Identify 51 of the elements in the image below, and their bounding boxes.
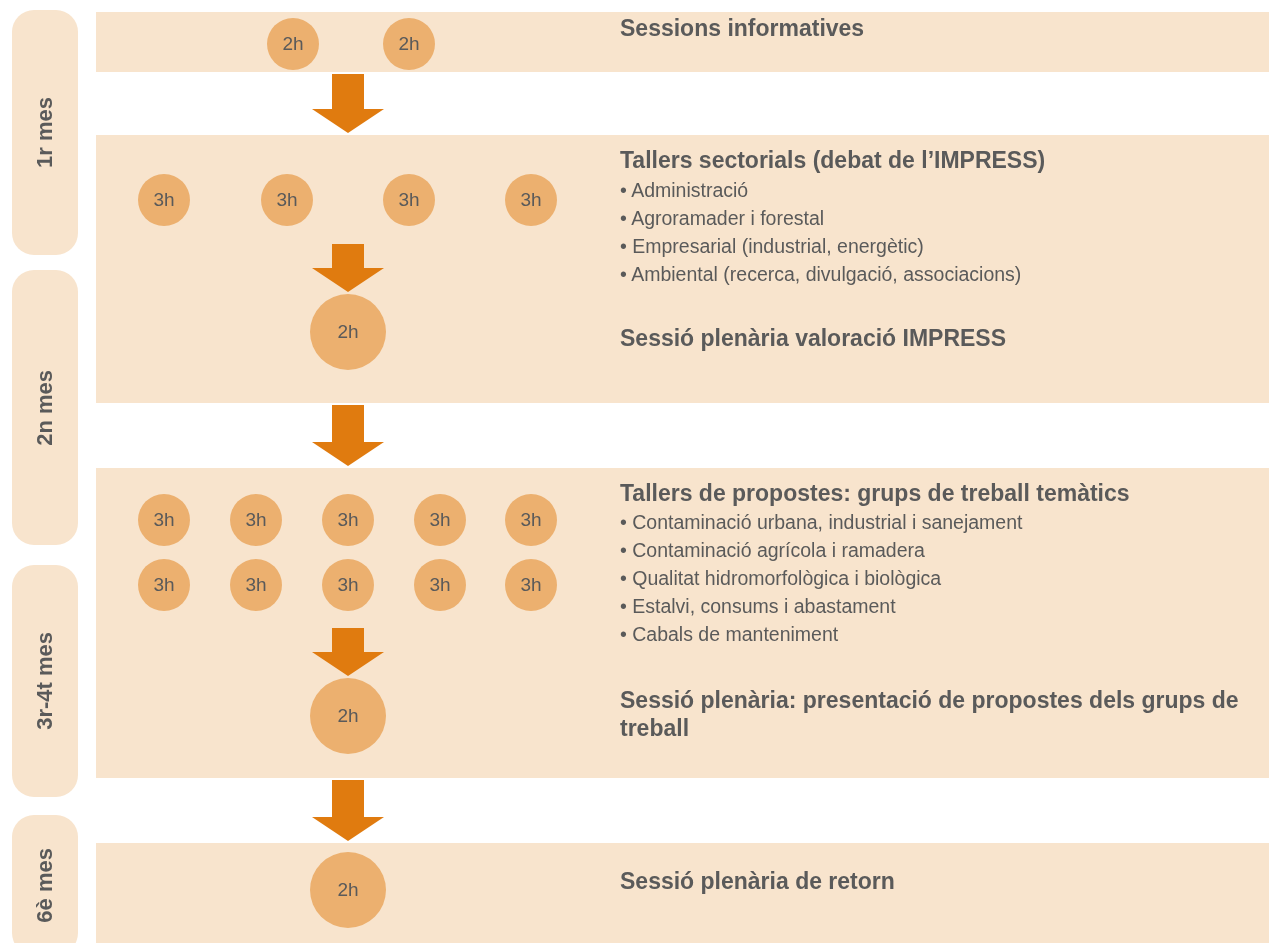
bullet-item: • Administració: [620, 178, 750, 203]
duration-circle: 3h: [414, 494, 466, 546]
flow-arrow: [312, 405, 384, 466]
month-band: [12, 10, 78, 255]
duration-circle: 2h: [267, 18, 319, 70]
phase-band: [96, 135, 1269, 403]
bullet-item: • Qualitat hidromorfològica i biològica: [620, 566, 943, 591]
duration-circle: 3h: [505, 559, 557, 611]
duration-circle: 3h: [138, 174, 190, 226]
month-band: [12, 815, 78, 943]
bullet-item: • Agroramader i forestal: [620, 206, 826, 231]
phase-band: [96, 843, 1269, 943]
phase-band: [96, 12, 1269, 72]
bullet-item: • Cabals de manteniment: [620, 622, 840, 647]
duration-circle: 2h: [310, 294, 386, 370]
flow-arrow: [312, 244, 384, 292]
duration-circle: 3h: [230, 559, 282, 611]
month-band: [12, 565, 78, 797]
duration-circle: 3h: [322, 494, 374, 546]
bullet-item: • Contaminació agrícola i ramadera: [620, 538, 926, 563]
month-label: 3r-4t mes: [32, 632, 58, 730]
duration-circle: 3h: [138, 494, 190, 546]
duration-circle: 3h: [138, 559, 190, 611]
flow-arrow: [312, 780, 384, 841]
phase-title: Tallers de propostes: grups de treball temàtics: [620, 479, 1131, 507]
month-label: 1r mes: [32, 97, 58, 168]
bullet-item: • Estalvi, consums i abastament: [620, 594, 897, 619]
bullet-item: • Contaminació urbana, industrial i sanejament: [620, 510, 1024, 535]
phase-title: Sessió plenària valoració IMPRESS: [620, 324, 1008, 352]
duration-circle: 3h: [505, 494, 557, 546]
duration-circle: 3h: [383, 174, 435, 226]
duration-circle: 2h: [310, 852, 386, 928]
duration-circle: 3h: [505, 174, 557, 226]
duration-circle: 3h: [322, 559, 374, 611]
month-band: [12, 270, 78, 545]
phase-title: Sessió plenària: presentació de propostes dels grups de treball: [620, 686, 1240, 742]
phase-title: Tallers sectorials (debat de l’IMPRESS): [620, 146, 1047, 174]
flow-arrow: [312, 74, 384, 133]
duration-circle: 3h: [230, 494, 282, 546]
phase-band: [96, 468, 1269, 778]
duration-circle: 2h: [383, 18, 435, 70]
flow-arrow: [312, 628, 384, 676]
duration-circle: 3h: [414, 559, 466, 611]
phase-title: Sessió plenària de retorn: [620, 867, 896, 895]
month-label: 2n mes: [32, 369, 58, 446]
bullet-item: • Empresarial (industrial, energètic): [620, 234, 925, 259]
phase-title: Sessions informatives: [620, 14, 866, 42]
duration-circle: 2h: [310, 678, 386, 754]
duration-circle: 3h: [261, 174, 313, 226]
bullet-item: • Ambiental (recerca, divulgació, associacions): [620, 262, 1023, 287]
month-label: 6è mes: [32, 847, 58, 923]
